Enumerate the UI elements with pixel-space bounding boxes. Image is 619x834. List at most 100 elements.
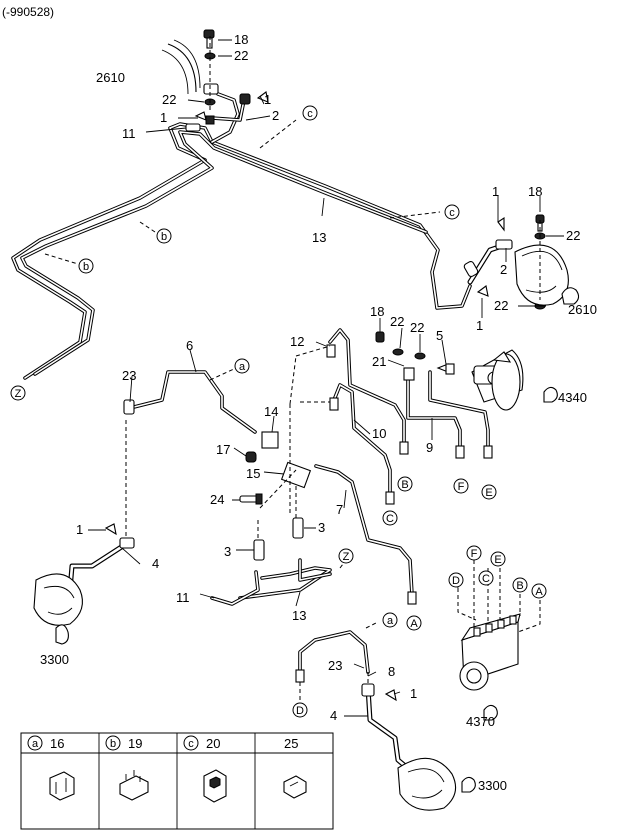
label-11: 11 xyxy=(176,590,190,605)
connector-c: c xyxy=(302,105,318,121)
label-leaders xyxy=(88,39,564,717)
label-8: 8 xyxy=(388,664,395,679)
svg-text:D: D xyxy=(296,705,304,717)
label-22: 22 xyxy=(494,298,508,313)
svg-text:b: b xyxy=(83,261,89,273)
connector-F: F xyxy=(466,545,482,561)
label-21: 21 xyxy=(372,354,386,369)
label-9: 9 xyxy=(426,440,433,455)
label-1: 1 xyxy=(76,522,83,537)
abs-unit xyxy=(457,560,541,721)
junction-blocks xyxy=(123,331,493,683)
svg-text:b: b xyxy=(110,738,116,750)
junction-block-15 xyxy=(280,461,312,489)
svg-text:c: c xyxy=(449,207,455,219)
label-22: 22 xyxy=(234,48,248,63)
label-6: 6 xyxy=(186,338,193,353)
label-14: 14 xyxy=(264,404,278,419)
legend-cell-b: b 19 xyxy=(105,735,149,801)
svg-text:19: 19 xyxy=(128,736,142,751)
svg-text:Z: Z xyxy=(343,551,350,563)
top-brake-line xyxy=(11,92,472,380)
connector-Z: Z xyxy=(10,385,26,401)
connector-E: E xyxy=(481,484,497,500)
svg-text:A: A xyxy=(410,618,418,630)
label-10: 10 xyxy=(372,426,386,441)
svg-text:E: E xyxy=(485,487,492,499)
connector-b: b xyxy=(156,228,172,244)
label-1: 1 xyxy=(492,184,499,199)
connector-A: A xyxy=(531,583,547,599)
label-7: 7 xyxy=(336,502,343,517)
label-22: 22 xyxy=(390,314,404,329)
label-18: 18 xyxy=(234,32,248,47)
label-15: 15 xyxy=(246,466,260,481)
svg-text:a: a xyxy=(239,361,246,373)
diagram-code: (-990528) xyxy=(2,5,54,19)
svg-text:C: C xyxy=(482,573,490,585)
label-24: 24 xyxy=(210,492,224,507)
label-3300: 3300 xyxy=(478,778,507,793)
top-hose-fittings xyxy=(161,29,269,132)
connector-a: a xyxy=(234,358,250,374)
svg-text:20: 20 xyxy=(206,736,220,751)
legend-cell-a: a 16 xyxy=(27,735,75,801)
svg-text:c: c xyxy=(307,108,313,120)
svg-text:B: B xyxy=(401,479,408,491)
svg-text:B: B xyxy=(516,580,523,592)
svg-text:c: c xyxy=(188,738,194,750)
label-18: 18 xyxy=(370,304,384,319)
svg-text:D: D xyxy=(452,575,460,587)
connector-C: C xyxy=(382,510,398,526)
label-1: 1 xyxy=(476,318,483,333)
master-cylinder xyxy=(436,349,558,411)
label-4340: 4340 xyxy=(558,390,587,405)
label-4370: 4370 xyxy=(466,714,495,729)
part-labels: 18 22 2610 22 1 1 2 11 13 1 18 22 2 1 22… xyxy=(40,32,597,793)
clip-legend-table: a 16 b 19 c 20 25 xyxy=(20,732,334,830)
label-22: 22 xyxy=(566,228,580,243)
label-1: 1 xyxy=(160,110,167,125)
svg-text:A: A xyxy=(535,586,543,598)
legend-cell-c: c 20 xyxy=(183,735,227,803)
svg-text:b: b xyxy=(161,231,167,243)
label-4: 4 xyxy=(152,556,159,571)
svg-text:a: a xyxy=(387,615,394,627)
label-13: 13 xyxy=(312,230,326,245)
label-17: 17 xyxy=(216,442,230,457)
connector-Z: Z xyxy=(338,548,354,564)
label-23: 23 xyxy=(122,368,136,383)
connector-D: D xyxy=(292,702,308,718)
svg-text:16: 16 xyxy=(50,736,64,751)
clip-19-icon xyxy=(119,775,149,801)
svg-text:C: C xyxy=(386,513,394,525)
label-2: 2 xyxy=(500,262,507,277)
label-3: 3 xyxy=(318,520,325,535)
svg-text:E: E xyxy=(494,554,501,566)
svg-text:25: 25 xyxy=(284,736,298,751)
clip-16-icon xyxy=(49,771,75,801)
connector-F: F xyxy=(453,478,469,494)
label-3300: 3300 xyxy=(40,652,69,667)
label-11: 11 xyxy=(122,126,136,141)
label-2610: 2610 xyxy=(96,70,125,85)
label-2: 2 xyxy=(272,108,279,123)
connector-markers: c c b b Z a B F E C Z A a D F E D C B A xyxy=(10,105,547,718)
right-caliper-assembly xyxy=(463,214,580,310)
legend-cell-25: 25 xyxy=(283,736,307,799)
connector-A: A xyxy=(406,615,422,631)
clip-25-icon xyxy=(283,775,307,799)
right-rear-caliper-assembly xyxy=(361,683,476,811)
label-1: 1 xyxy=(264,92,271,107)
label-12: 12 xyxy=(290,334,304,349)
connector-B: B xyxy=(512,577,528,593)
label-1: 1 xyxy=(410,686,417,701)
label-22: 22 xyxy=(162,92,176,107)
label-4: 4 xyxy=(330,708,337,723)
left-caliper-assembly xyxy=(33,523,135,645)
junction-block-14 xyxy=(261,431,279,449)
dashed-leaders xyxy=(44,36,541,700)
connector-a: a xyxy=(382,612,398,628)
connector-D: D xyxy=(448,572,464,588)
